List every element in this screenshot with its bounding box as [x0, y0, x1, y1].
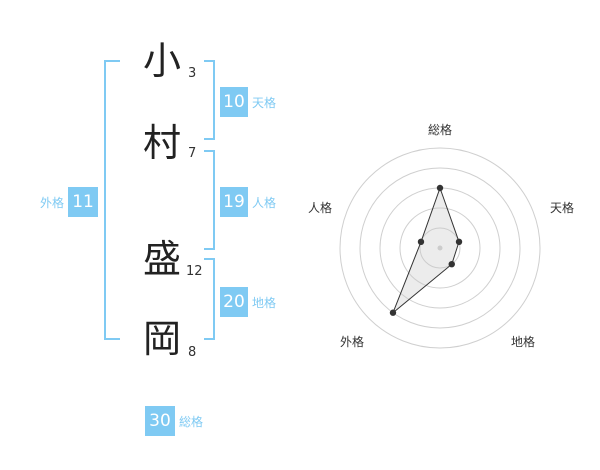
stroke-count-4: 8	[188, 345, 197, 360]
radar-axis-label-2: 地格	[511, 334, 535, 349]
stroke-count-3: 12	[186, 264, 203, 279]
jinkaku-label: 人格	[252, 195, 277, 210]
radar-ring	[399, 207, 481, 289]
gaikaku-value: 11	[68, 187, 99, 217]
soukaku-badge: 30 総格	[145, 406, 203, 436]
radar-polygon	[392, 186, 460, 314]
name-char-2: 村	[143, 121, 182, 165]
radar-axis-label-3: 外格	[340, 334, 364, 349]
radar-rings	[339, 147, 541, 349]
radar-axis-label-4: 人格	[308, 200, 332, 215]
soukaku-value: 30	[145, 406, 175, 436]
radar-center-dot	[437, 245, 443, 251]
chikaku-value: 20	[220, 287, 248, 317]
gaikaku-badge: 外格 11	[40, 187, 99, 217]
radar-ring	[359, 167, 521, 329]
radar-point-2	[448, 260, 455, 268]
name-char-1: 小	[143, 39, 182, 83]
radar-ring	[419, 227, 461, 269]
radar-axis-label-0: 総格	[428, 122, 452, 137]
chikaku-label: 地格	[252, 295, 277, 310]
radar-ring	[339, 147, 541, 349]
gaikaku-label: 外格	[40, 195, 65, 210]
radar-chart: 総格 天格 地格 外格 人格	[308, 122, 574, 349]
radar-point-4	[417, 238, 425, 246]
name-char-4: 岡	[143, 317, 182, 361]
name-char-3: 盛	[143, 237, 182, 281]
tenkaku-badge: 10 天格	[220, 87, 276, 117]
radar-points	[389, 184, 463, 316]
radar-point-1	[455, 238, 463, 246]
tenkaku-value: 10	[220, 87, 248, 117]
tenkaku-label: 天格	[252, 95, 277, 110]
radar-axis-label-1: 天格	[550, 200, 574, 215]
jinkaku-value: 19	[220, 187, 248, 217]
radar-polygon-group	[392, 186, 460, 314]
chikaku-badge: 20 地格	[220, 287, 276, 317]
stroke-count-1: 3	[188, 66, 197, 81]
stroke-count-2: 7	[188, 146, 197, 161]
jinkaku-badge: 19 人格	[220, 187, 276, 217]
radar-point-3	[389, 309, 397, 316]
radar-point-0	[436, 184, 444, 192]
soukaku-label: 総格	[179, 414, 204, 429]
